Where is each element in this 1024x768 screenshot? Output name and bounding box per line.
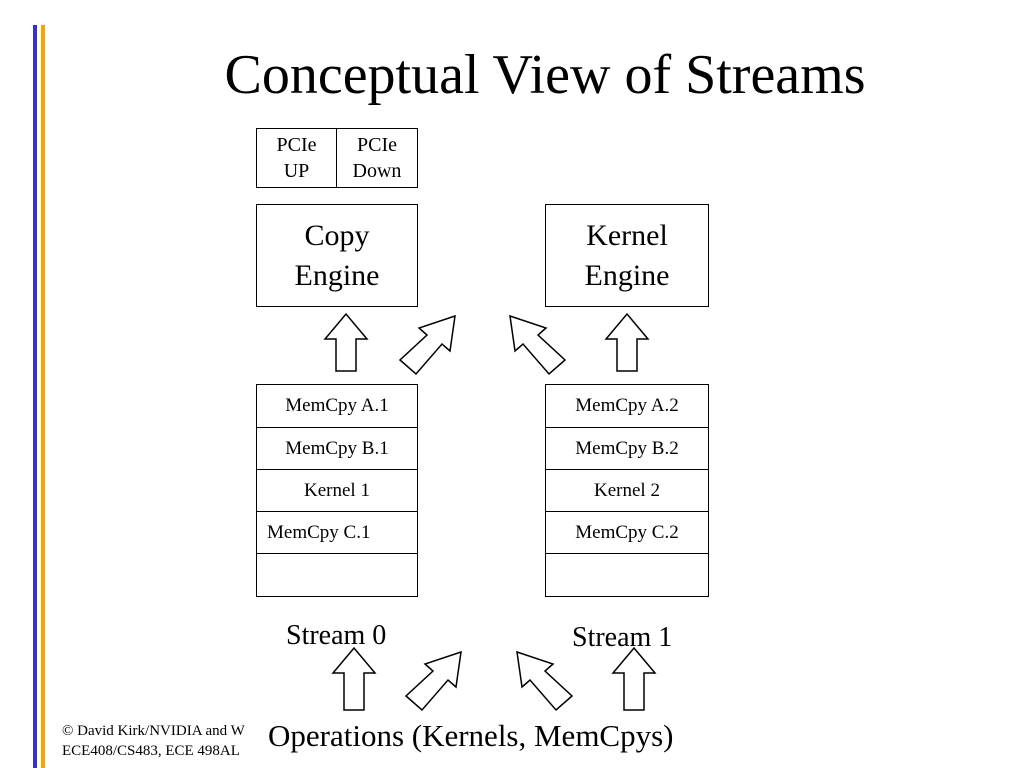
stream-1-op-kernel-2: Kernel 2 <box>546 470 708 512</box>
stream-1-label: Stream 1 <box>572 622 673 653</box>
kernel-engine-label: Kernel Engine <box>584 218 670 292</box>
stream-0-op-kernel-1: Kernel 1 <box>257 470 417 512</box>
stream-1-op-memcpy-a2: MemCpy A.2 <box>546 385 708 428</box>
arrow-stream1-to-kernel-engine <box>604 312 650 372</box>
copy-engine-box: Copy Engine <box>256 204 418 307</box>
pcie-down-cell: PCIe Down <box>337 129 417 187</box>
stream-0-label: Stream 0 <box>286 620 387 651</box>
pcie-box: PCIe UP PCIe Down <box>256 128 418 188</box>
stream-0-op-memcpy-b1: MemCpy B.1 <box>257 428 417 470</box>
stream-1-op-memcpy-c2: MemCpy C.2 <box>546 512 708 554</box>
arrow-stream0-to-kernel-engine <box>398 314 456 376</box>
stream-1-op-memcpy-b2: MemCpy B.2 <box>546 428 708 470</box>
arrow-stream1-to-copy-engine <box>509 314 567 376</box>
accent-bar-blue <box>33 25 37 768</box>
stream-1-queue: MemCpy A.2 MemCpy B.2 Kernel 2 MemCpy C.… <box>545 384 709 597</box>
kernel-engine-box: Kernel Engine <box>545 204 709 307</box>
arrow-operations-to-stream0 <box>331 646 377 711</box>
pcie-down-label: PCIe Down <box>352 134 402 182</box>
stream-0-queue: MemCpy A.1 MemCpy B.1 Kernel 1 MemCpy C.… <box>256 384 418 597</box>
copy-engine-label: Copy Engine <box>294 218 380 292</box>
operations-label: Operations (Kernels, MemCpys) <box>262 716 678 756</box>
accent-bar-orange <box>41 25 45 768</box>
footer-copyright: © David Kirk/NVIDIA and W ECE408/CS483, … <box>62 723 245 759</box>
pcie-up-label: PCIe UP <box>276 134 317 182</box>
arrow-stream0-to-copy-engine <box>323 312 369 372</box>
stream-0-op-memcpy-c1: MemCpy C.1 <box>257 512 417 554</box>
arrow-operations-to-stream1 <box>611 646 657 711</box>
stream-0-op-memcpy-a1: MemCpy A.1 <box>257 385 417 428</box>
pcie-up-cell: PCIe UP <box>257 129 337 187</box>
slide-title: Conceptual View of Streams <box>224 44 866 106</box>
arrow-operations-to-stream1-diagonal <box>516 650 574 712</box>
arrow-operations-to-stream0-diagonal <box>404 650 462 712</box>
